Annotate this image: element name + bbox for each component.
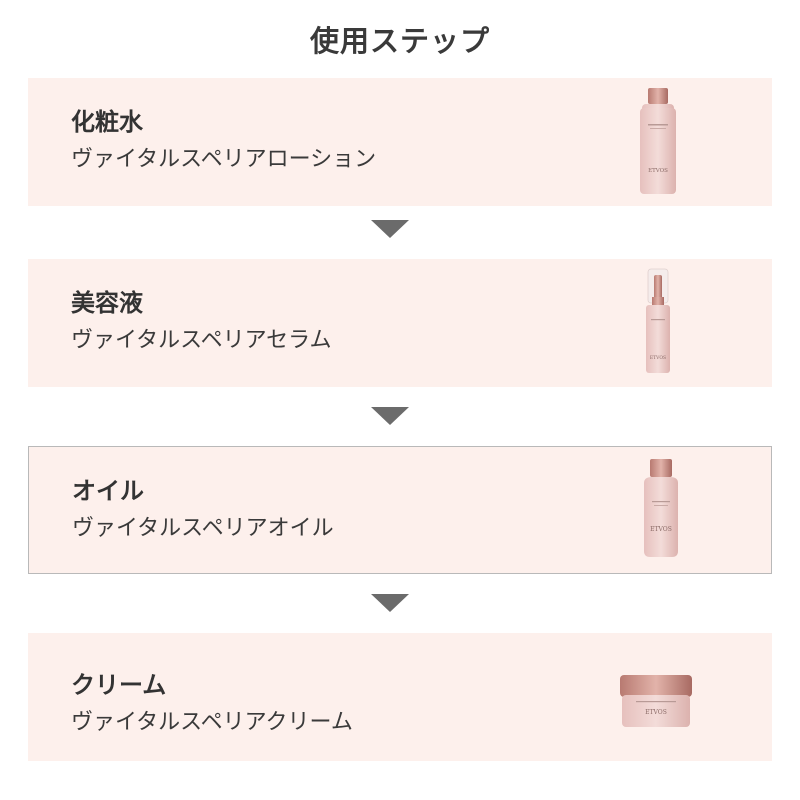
arrow-down-icon bbox=[371, 407, 409, 425]
step-product-name: ヴァイタルスペリアローション bbox=[71, 146, 377, 172]
lotion-bottle-image: ETVOS bbox=[640, 88, 676, 194]
step-product-name: ヴァイタルスペリアクリーム bbox=[71, 709, 353, 735]
step-product-name: ヴァイタルスペリアセラム bbox=[71, 327, 332, 353]
step-card-lotion: 化粧水 ヴァイタルスペリアローション ETVOS bbox=[28, 78, 772, 206]
step-category: 化粧水 bbox=[71, 108, 143, 136]
step-card-cream: クリーム ヴァイタルスペリアクリーム ETVOS bbox=[28, 633, 772, 761]
arrow-down-icon bbox=[371, 220, 409, 238]
step-category: クリーム bbox=[71, 671, 167, 699]
serum-pump-bottle-image: ETVOS bbox=[646, 268, 670, 373]
brand-logo: ETVOS bbox=[650, 526, 672, 533]
step-category: オイル bbox=[72, 477, 144, 505]
step-card-serum: 美容液 ヴァイタルスペリアセラム ETVOS bbox=[28, 259, 772, 387]
brand-logo: ETVOS bbox=[650, 355, 666, 361]
step-product-name: ヴァイタルスペリアオイル bbox=[72, 515, 334, 541]
arrow-down-icon bbox=[371, 594, 409, 612]
cream-jar-image: ETVOS bbox=[620, 675, 692, 727]
brand-logo: ETVOS bbox=[648, 168, 668, 174]
oil-bottle-image: ETVOS bbox=[644, 459, 678, 557]
brand-logo: ETVOS bbox=[645, 709, 667, 716]
step-card-oil: オイル ヴァイタルスペリアオイル ETVOS bbox=[28, 446, 772, 574]
step-category: 美容液 bbox=[71, 289, 143, 317]
page-title: 使用ステップ bbox=[309, 24, 490, 58]
